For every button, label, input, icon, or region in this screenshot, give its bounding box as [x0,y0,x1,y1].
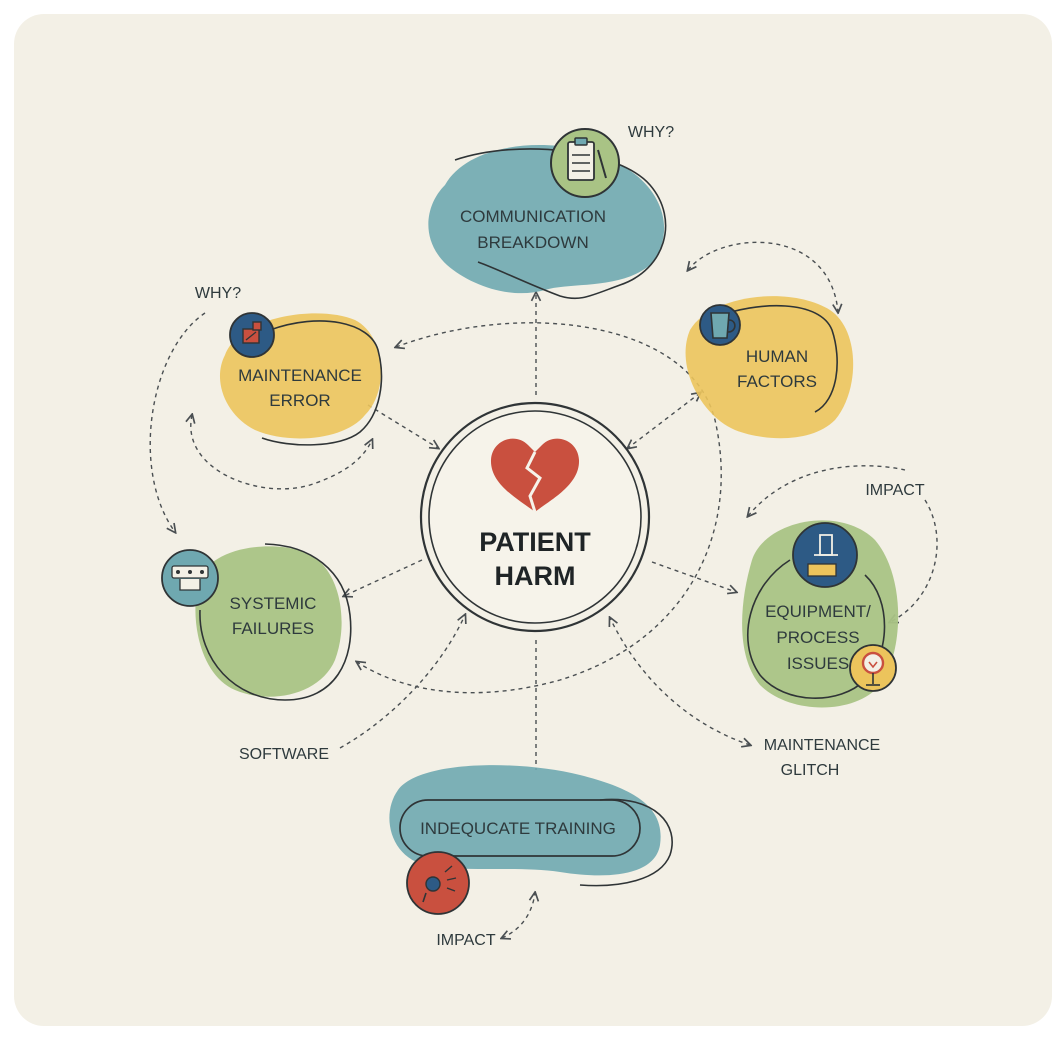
connector-human-to-center [628,393,700,448]
software-annotation: SOFTWARE [239,746,329,763]
center-outer-ring [419,401,651,633]
systemic-label-line2: FAILURES [232,619,314,638]
connector-lines [149,241,938,938]
broken-heart-icon [490,438,580,513]
connector-why-left [149,312,206,532]
human-factors-outline [711,304,838,413]
connector-maintenance-loop [191,415,372,490]
systemic-outline [199,543,352,701]
connector-impact-right-a [748,465,906,516]
connector-maintenance-to-center [367,404,438,448]
training-label: INDEQUCATE TRAINING [420,819,616,838]
connector-impact-right-b [890,499,938,622]
systemic-label-line1: SYSTEMIC [230,594,317,613]
systemic-blob [195,546,342,697]
impact-bottom-annotation: IMPACT [436,932,495,949]
connector-center-to-equipment [651,561,736,592]
equipment-label-line2: PROCESS [776,628,859,647]
connector-center-to-systemic [344,559,423,596]
why-top-annotation: WHY? [628,124,674,141]
node-patient-harm: PATIENT HARM [419,401,651,633]
maintenance-glitch-line1: MAINTENANCE [764,737,880,754]
human-factors-label-line2: FACTORS [737,372,817,391]
communication-label-line2: BREAKDOWN [477,233,588,252]
microscope-icon [792,522,858,588]
maintenance-error-label-line2: ERROR [269,391,330,410]
clipboard-icon [550,128,620,198]
node-maintenance-error: MAINTENANCE ERROR WHY? [195,285,383,446]
why-left-annotation: WHY? [195,285,241,302]
network-icon [161,549,219,607]
connector-software-to-center [339,615,465,749]
mug-icon [699,304,741,346]
maintenance-error-outline [261,320,383,446]
node-systemic-failures: SYSTEMIC FAILURES [161,543,352,701]
human-factors-label-line1: HUMAN [746,347,808,366]
equipment-label-line3: ISSUES [787,654,849,673]
connector-impact-bottom [502,893,535,938]
impact-right-annotation: IMPACT [865,482,924,499]
maintenance-glitch-line2: GLITCH [781,762,840,779]
communication-label-line1: COMMUNICATION [460,207,606,226]
connector-communication-human [688,241,838,312]
training-blob [389,765,661,876]
maintenance-error-label-line1: MAINTENANCE [238,366,362,385]
equipment-label-line1: EQUIPMENT/ [765,602,871,621]
center-label-line1: PATIENT [479,527,591,557]
training-outer-outline [579,798,673,887]
wrench-icon [229,312,275,358]
node-communication-breakdown: COMMUNICATION BREAKDOWN WHY? [428,124,674,300]
center-label-line2: HARM [495,561,576,591]
center-inner-ring [428,410,642,624]
node-inadequate-training: INDEQUCATE TRAINING IMPACT [389,765,673,949]
connector-feedback-loop [357,322,722,694]
whistle-icon [406,851,470,915]
equipment-outline [747,559,886,699]
alarm-icon [849,644,897,692]
training-pill-outline [399,799,641,857]
connector-glitch-to-center [610,618,750,745]
node-equipment-process: EQUIPMENT/ PROCESS ISSUES IMPACT [742,482,925,708]
node-human-factors: HUMAN FACTORS [685,296,854,439]
